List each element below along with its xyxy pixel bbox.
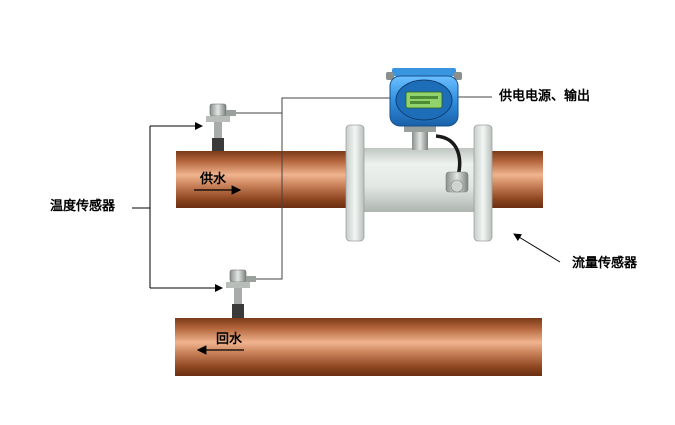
flowmeter-transmitter-icon	[386, 68, 462, 127]
return-pipe	[175, 318, 542, 376]
flow-sensor-label: 流量传感器	[572, 256, 638, 271]
temperature-sensor-bracket	[132, 122, 223, 292]
flow-meter-body	[345, 124, 493, 242]
temperature-sensor-label: 温度传感器	[50, 199, 116, 214]
signal-wiring	[236, 96, 492, 280]
flow-sensor-pointer	[513, 233, 561, 263]
return-water-label: 回水	[216, 332, 243, 347]
supply-water-label: 供水	[200, 172, 227, 187]
power-output-label: 供电电源、输出	[499, 89, 591, 104]
thermowell-probe-icon	[226, 269, 256, 318]
thermowell-probe-icon	[206, 103, 236, 151]
